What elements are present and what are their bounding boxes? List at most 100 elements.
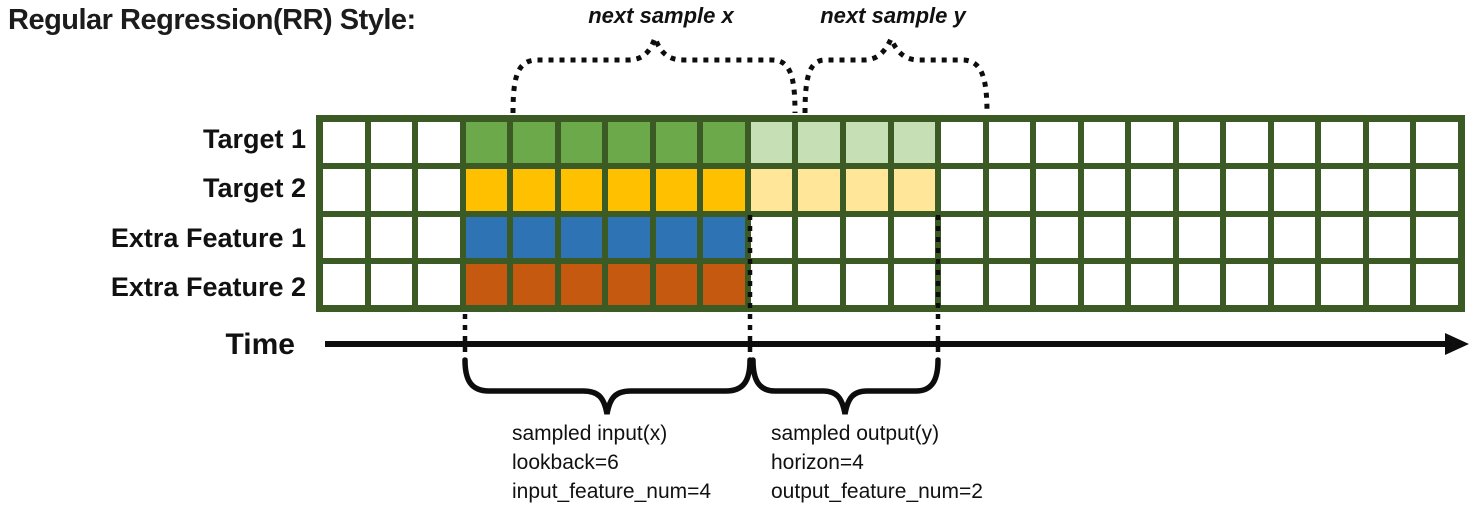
- diagram-title: Regular Regression(RR) Style:: [8, 4, 416, 36]
- grid-cell-r1-c4: [465, 122, 508, 164]
- grid-cell-r3-c11: [798, 216, 840, 258]
- grid-cell-r1-c8: [655, 122, 698, 164]
- sampled-output-title: sampled output(y): [771, 422, 940, 445]
- grid-cell-r1-c7: [608, 122, 650, 164]
- grid-cell-r3-c21: [1273, 216, 1316, 258]
- grid-cell-r4-c17: [1083, 263, 1126, 305]
- grid-cell-r4-c7: [608, 263, 650, 305]
- time-axis-arrowhead: [1445, 333, 1469, 355]
- grid-cell-r4-c19: [1178, 263, 1221, 305]
- grid-cell-r2-c18: [1131, 169, 1173, 211]
- grid-cell-r1-c2: [370, 122, 413, 164]
- grid-cell-r2-c9: [703, 169, 745, 211]
- grid-cell-r4-c16: [1036, 263, 1078, 305]
- grid-cell-r3-c10: [750, 216, 793, 258]
- grid-cell-r2-c14: [941, 169, 983, 211]
- grid-cell-r3-c19: [1178, 216, 1221, 258]
- row-labels: Target 1 Target 2 Extra Feature 1 Extra …: [0, 115, 306, 312]
- grid-cell-r3-c18: [1131, 216, 1173, 258]
- grid-cell-r2-c3: [418, 169, 460, 211]
- output-feature-num-value: output_feature_num=2: [771, 480, 983, 503]
- grid-cell-r2-c11: [798, 169, 840, 211]
- grid-cell-r2-c13: [893, 169, 936, 211]
- grid-cell-r3-c3: [418, 216, 460, 258]
- grid-cell-r1-c16: [1036, 122, 1078, 164]
- grid-cell-r4-c8: [655, 263, 698, 305]
- grid-cell-r4-c18: [1131, 263, 1173, 305]
- grid-cell-r1-c21: [1273, 122, 1316, 164]
- grid-cell-r1-c19: [1178, 122, 1221, 164]
- grid-cell-r3-c12: [845, 216, 888, 258]
- grid-cell-r3-c16: [1036, 216, 1078, 258]
- grid-cell-r1-c1: [323, 122, 365, 164]
- grid-cell-r4-c1: [323, 263, 365, 305]
- lookback-value: lookback=6: [512, 451, 619, 474]
- grid-cell-r3-c22: [1321, 216, 1363, 258]
- grid-cell-r3-c15: [988, 216, 1031, 258]
- grid-cell-r2-c5: [513, 169, 555, 211]
- sampled-output-brace: [750, 357, 941, 415]
- grid-cell-r2-c22: [1321, 169, 1363, 211]
- grid-cell-r1-c3: [418, 122, 460, 164]
- horizon-value: horizon=4: [771, 451, 864, 474]
- row-label-target-2: Target 2: [202, 173, 306, 204]
- grid-cell-r3-c9: [703, 216, 745, 258]
- grid-cell-r1-c15: [988, 122, 1031, 164]
- grid-cell-r1-c11: [798, 122, 840, 164]
- grid-cell-r4-c9: [703, 263, 745, 305]
- grid-cell-r3-c13: [893, 216, 936, 258]
- grid-cell-r1-c13: [893, 122, 936, 164]
- grid-cell-r2-c17: [1083, 169, 1126, 211]
- grid-cell-r2-c16: [1036, 169, 1078, 211]
- grid-cell-r4-c3: [418, 263, 460, 305]
- timeseries-grid: [316, 115, 1465, 312]
- grid-cell-r2-c24: [1416, 169, 1458, 211]
- next-sample-x-brace: [510, 30, 798, 114]
- grid-cell-r1-c23: [1368, 122, 1411, 164]
- grid-cell-r2-c1: [323, 169, 365, 211]
- grid-cell-r1-c24: [1416, 122, 1458, 164]
- grid-cell-r3-c6: [560, 216, 603, 258]
- grid-cell-r2-c4: [465, 169, 508, 211]
- row-label-target-1: Target 1: [202, 124, 306, 155]
- grid-cell-r3-c7: [608, 216, 650, 258]
- row-label-extra-feature-1: Extra Feature 1: [110, 222, 306, 253]
- grid-cell-r2-c8: [655, 169, 698, 211]
- grid-cell-r3-c20: [1226, 216, 1268, 258]
- grid-cell-r4-c2: [370, 263, 413, 305]
- grid-cell-r2-c7: [608, 169, 650, 211]
- grid-cell-r4-c21: [1273, 263, 1316, 305]
- grid-cell-r1-c18: [1131, 122, 1173, 164]
- sampled-input-note: sampled input(x) lookback=6 input_featur…: [512, 419, 711, 506]
- grid-cell-r4-c22: [1321, 263, 1363, 305]
- grid-cell-r1-c5: [513, 122, 555, 164]
- grid-cell-r3-c4: [465, 216, 508, 258]
- next-sample-y-brace: [802, 33, 990, 114]
- sampled-input-title: sampled input(x): [512, 422, 668, 445]
- grid-cell-r3-c1: [323, 216, 365, 258]
- grid-cell-r4-c23: [1368, 263, 1411, 305]
- grid-cell-r1-c17: [1083, 122, 1126, 164]
- grid-cell-r3-c23: [1368, 216, 1411, 258]
- grid-cell-r2-c19: [1178, 169, 1221, 211]
- grid-cell-r1-c22: [1321, 122, 1363, 164]
- grid-cell-r3-c8: [655, 216, 698, 258]
- next-sample-x-label: next sample x: [588, 3, 734, 28]
- grid-cell-r4-c10: [750, 263, 793, 305]
- grid-cell-r2-c23: [1368, 169, 1411, 211]
- grid-cell-r4-c11: [798, 263, 840, 305]
- grid-cell-r4-c6: [560, 263, 603, 305]
- grid-cell-r4-c5: [513, 263, 555, 305]
- grid-cell-r2-c10: [750, 169, 793, 211]
- grid-cell-r2-c15: [988, 169, 1031, 211]
- grid-cell-r1-c6: [560, 122, 603, 164]
- sampled-input-brace: [462, 357, 753, 415]
- grid-cell-r4-c15: [988, 263, 1031, 305]
- grid-cell-r2-c6: [560, 169, 603, 211]
- grid-cell-r4-c13: [893, 263, 936, 305]
- grid-cell-r1-c20: [1226, 122, 1268, 164]
- grid-cell-r4-c12: [845, 263, 888, 305]
- grid-cell-r3-c14: [941, 216, 983, 258]
